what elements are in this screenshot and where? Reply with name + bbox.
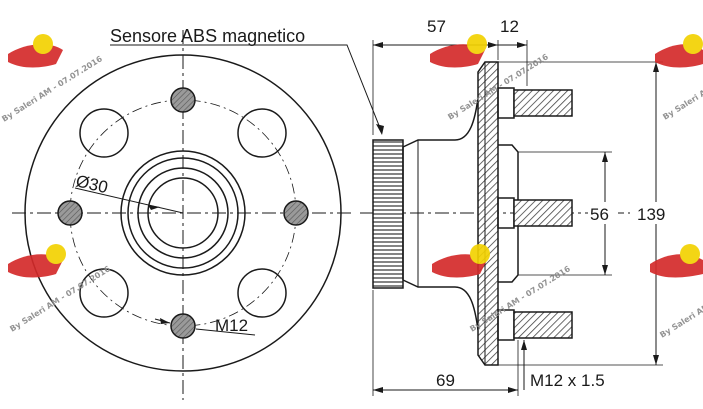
sensor-label: Sensore ABS magnetico — [110, 26, 305, 46]
dim-arrow — [373, 387, 383, 393]
hub-ring-3 — [137, 167, 229, 259]
dim-arrow — [653, 355, 659, 365]
lightening-hole — [79, 108, 129, 158]
front-view — [12, 30, 384, 400]
diameter-label: Ø30 — [74, 171, 110, 197]
sensor-arrow — [376, 124, 384, 135]
lightening-hole — [237, 268, 287, 318]
watermark-logo: By Saleri AM - 07.07.2016 — [8, 244, 112, 334]
dim-arrow — [508, 387, 518, 393]
diameter-leader — [74, 187, 184, 214]
sensor-leader — [110, 44, 383, 134]
stud-hole-bottom — [170, 313, 196, 339]
abs-tone-ring — [372, 139, 404, 289]
dim-arrow — [653, 62, 659, 72]
stud-thread-center — [513, 199, 573, 227]
flange-outer-circle — [24, 54, 342, 372]
dim-arrow — [373, 42, 383, 48]
lightening-hole — [79, 268, 129, 318]
thread-arrow — [521, 340, 527, 350]
bolt-leader-right — [195, 328, 256, 336]
dim-arrow — [488, 42, 498, 48]
stud-hole-left — [57, 200, 83, 226]
svg-text:By Saleri AM - 07.07.2016: By Saleri AM - 07.07.2016 — [658, 270, 703, 340]
stud-head-top — [497, 87, 515, 119]
hub-ring-2 — [127, 157, 239, 269]
stud-hole-top — [170, 87, 196, 113]
diameter-arrow — [148, 205, 160, 210]
hub-body — [402, 97, 479, 331]
stud-thread-top — [513, 89, 573, 117]
watermark-logo: By Saleri AM - 07.07.2016 — [650, 244, 703, 340]
dim-arrow — [517, 42, 527, 48]
hub-bore — [147, 177, 219, 249]
dim-bottom-text: 69 — [436, 371, 455, 390]
dim-arrow — [602, 265, 608, 275]
thread-label: M12 x 1.5 — [530, 371, 605, 390]
bolt-arrow — [160, 318, 170, 324]
stud-hole-right — [283, 200, 309, 226]
side-view — [360, 40, 663, 396]
lightening-hole — [237, 108, 287, 158]
dim-56-text: 56 — [590, 205, 609, 224]
dim-139-text: 139 — [637, 205, 665, 224]
bolt-label: M12 — [215, 316, 248, 335]
dim-arrow — [602, 152, 608, 162]
watermark-logo: By Saleri AM - 07.07.2016 — [0, 34, 104, 124]
watermark-logo: By Saleri AM - 07.07.2016 — [655, 34, 703, 122]
stud-thread-bottom — [513, 311, 573, 339]
hub-ring-outer — [120, 150, 246, 276]
dim-top-right-text: 12 — [500, 17, 519, 36]
dim-top-left-text: 57 — [427, 17, 446, 36]
